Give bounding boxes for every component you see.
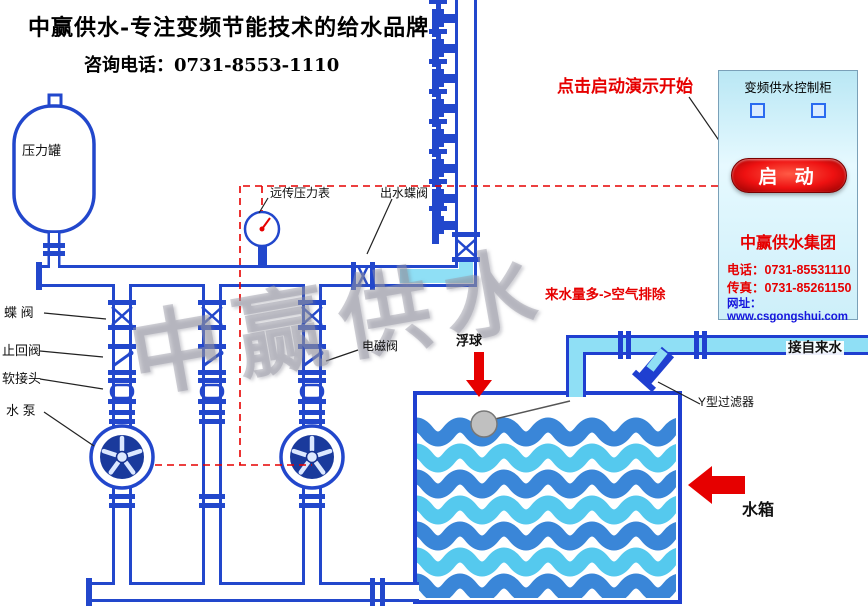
- consult-phone: 咨询电话：0731-8553-1110: [84, 55, 340, 76]
- butterfly-valve-label: 蝶 阀: [4, 305, 34, 320]
- check-valve-label: 止回阀: [2, 343, 42, 358]
- pressure-gauge: [243, 210, 281, 266]
- pipe-end-cap: [86, 578, 92, 606]
- indicator-light-icon: [750, 103, 765, 118]
- water-tank: [413, 391, 682, 604]
- float-ball: [470, 410, 498, 438]
- stem-flange: [43, 243, 65, 256]
- leader-lines: [39, 96, 730, 447]
- company-website: 网址：www.csgongshui.com: [727, 298, 848, 323]
- company-fax: 传真：0731-85261150: [727, 281, 852, 295]
- remote-gauge-label: 远传压力表: [270, 186, 331, 200]
- control-cabinet: 变频供水控制柜 启 动 中赢供水集团 电话：0731-85531110 传真：0…: [718, 70, 858, 323]
- brand-slogan: 中赢供水-专注变频节能技术的给水品牌: [28, 15, 430, 41]
- solenoid-valve-label: 电磁阀: [362, 339, 399, 353]
- float-ball-label: 浮球: [456, 333, 483, 348]
- company-tel: 电话：0731-85531110: [727, 263, 851, 277]
- control-wiring: [155, 185, 718, 466]
- pipe-network: [36, 0, 477, 606]
- cabinet-title: 变频供水控制柜: [744, 81, 832, 95]
- company-name: 中赢供水集团: [739, 235, 836, 252]
- soft-joint-label: 软接头: [2, 371, 42, 386]
- inlet-flange: [618, 331, 707, 359]
- pressure-tank-label: 压力罐: [22, 143, 62, 158]
- y-filter: [631, 346, 675, 393]
- pipe-water-fill: [400, 262, 473, 283]
- demo-start-hint: 点击启动演示开始: [557, 77, 693, 96]
- outlet-valve-label: 出水蝶阀: [380, 186, 429, 200]
- pipe-end-cap: [36, 262, 42, 290]
- water-pump: [91, 426, 153, 488]
- start-button[interactable]: 启 动: [731, 158, 847, 193]
- indicator-light-icon: [811, 103, 826, 118]
- outlet-butterfly-valve: [351, 262, 375, 290]
- faucet-column: [429, 0, 458, 244]
- air-exhaust-note: 来水量多->空气排除: [545, 287, 666, 302]
- water-pump-label: 水 泵: [6, 403, 36, 418]
- water-pump: [281, 426, 343, 488]
- y-filter-label: Y型过滤器: [698, 395, 755, 409]
- indicator-lights: [719, 103, 857, 118]
- water-tank-label: 水箱: [742, 502, 775, 519]
- float-pointer-arrow: [466, 352, 492, 397]
- inlet-pipe: [566, 331, 868, 397]
- bottom-pipe-flange: [370, 578, 385, 606]
- tap-water-label: 接自来水: [786, 340, 844, 356]
- tank-pointer-arrow: [688, 466, 745, 504]
- pressure-tank: [12, 93, 96, 234]
- float-arm: [494, 400, 571, 420]
